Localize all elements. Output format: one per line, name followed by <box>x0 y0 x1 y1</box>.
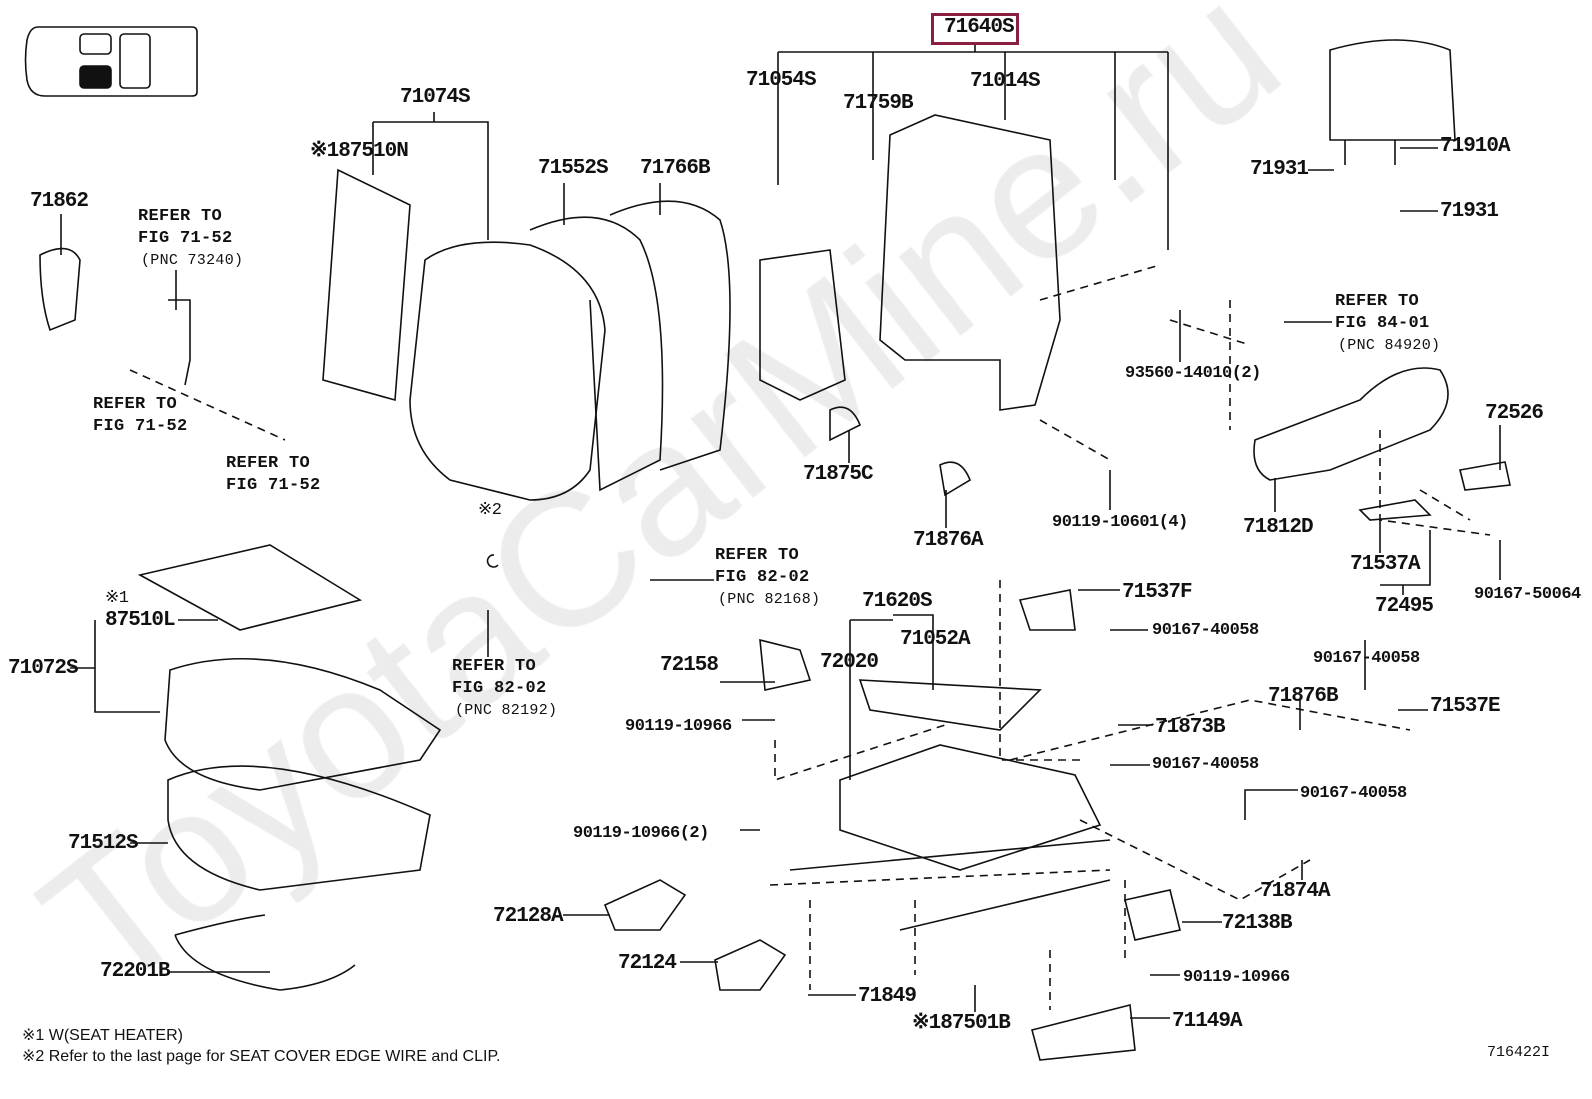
ref-line: REFER TO <box>138 207 223 226</box>
part-number[interactable]: 71014S <box>970 70 1041 93</box>
ref-pnc: (PNC 73240) <box>141 252 244 269</box>
part-number[interactable]: 72158 <box>660 654 719 677</box>
part-number[interactable]: 71876B <box>1268 685 1339 708</box>
part-number[interactable]: 71149A <box>1172 1010 1243 1033</box>
footnote-2: ※2 Refer to the last page for SEAT COVER… <box>22 1048 501 1065</box>
seat-cushion-pad <box>167 765 431 891</box>
seat-location-icon <box>24 26 198 97</box>
ref-pnc: (PNC 82192) <box>455 702 558 719</box>
part-number[interactable]: 72526 <box>1485 402 1544 425</box>
part-number[interactable]: 71874A <box>1260 880 1331 903</box>
part-number[interactable]: 71052A <box>900 628 971 651</box>
part-number[interactable]: ※187510N <box>310 140 409 163</box>
part-number[interactable]: 87510L <box>105 609 176 632</box>
part-number[interactable]: 71766B <box>640 157 711 180</box>
part-number[interactable]: 71620S <box>862 590 933 613</box>
figure-code: 716422I <box>1487 1044 1551 1061</box>
seatback-pad <box>322 168 411 402</box>
seatback-cover <box>409 241 606 501</box>
ref-line: REFER TO <box>452 657 537 676</box>
part-number[interactable]: 71910A <box>1440 135 1511 158</box>
refer-to-fig-71-52[interactable]: REFER TO FIG 71-52 <box>226 453 321 497</box>
part-number[interactable]: 72495 <box>1375 595 1434 618</box>
ref-line: FIG 84-01 <box>1335 314 1430 333</box>
headrest <box>1329 39 1456 165</box>
refer-to-fig-71-52-pnc-73240[interactable]: REFER TO FIG 71-52 (PNC 73240) <box>138 206 243 272</box>
part-number[interactable]: 72020 <box>820 651 879 674</box>
part-number[interactable]: 71074S <box>400 86 471 109</box>
note-marker: ※1 <box>105 589 129 608</box>
ref-line: FIG 71-52 <box>138 229 233 248</box>
highlight-box <box>931 13 1019 45</box>
leader-lines <box>60 45 1501 1019</box>
dashed-assembly-lines <box>129 264 1491 1010</box>
refer-to-fig-71-52[interactable]: REFER TO FIG 71-52 <box>93 394 188 438</box>
ref-line: REFER TO <box>715 546 800 565</box>
part-number[interactable]: 71849 <box>858 985 917 1008</box>
ref-line: FIG 82-02 <box>715 568 810 587</box>
ref-line: REFER TO <box>226 454 311 473</box>
refer-to-fig-84-01[interactable]: REFER TO FIG 84-01 (PNC 84920) <box>1335 291 1440 357</box>
ref-pnc: (PNC 82168) <box>718 591 821 608</box>
part-number[interactable]: 71072S <box>8 657 79 680</box>
part-number[interactable]: 90119-10966 <box>1183 968 1290 987</box>
part-number-71640S[interactable]: 71640S <box>944 16 1015 39</box>
seat-frame <box>839 744 1102 871</box>
part-number[interactable]: 71876A <box>913 529 984 552</box>
seatback-frame <box>879 114 1061 411</box>
ref-line: FIG 71-52 <box>226 476 321 495</box>
part-number[interactable]: 71759B <box>843 92 914 115</box>
footnote-1: ※1 W(SEAT HEATER) <box>22 1027 183 1044</box>
parts-outlines <box>39 39 1511 1061</box>
part-number[interactable]: 71552S <box>538 157 609 180</box>
part-number[interactable]: 71537A <box>1350 553 1421 576</box>
part-number[interactable]: 71537F <box>1122 581 1193 604</box>
part-number[interactable]: 90167-50064 <box>1474 585 1581 604</box>
part-number[interactable]: 90119-10966 <box>625 717 732 736</box>
part-number[interactable]: 72124 <box>618 952 677 975</box>
part-number[interactable]: 71812D <box>1243 516 1314 539</box>
ref-line: FIG 82-02 <box>452 679 547 698</box>
note-marker: ※2 <box>478 501 502 520</box>
part-number[interactable]: 71054S <box>746 69 817 92</box>
part-number[interactable]: 90119-10601(4) <box>1052 513 1188 532</box>
ref-line: REFER TO <box>93 395 178 414</box>
part-number[interactable]: 72128A <box>493 905 564 928</box>
part-number[interactable]: 90167-40058 <box>1152 755 1259 774</box>
part-number[interactable]: 71873B <box>1155 716 1226 739</box>
ref-line: REFER TO <box>1335 292 1420 311</box>
part-number[interactable]: ※187501B <box>912 1012 1011 1035</box>
refer-to-fig-82-02-pnc-82192[interactable]: REFER TO FIG 82-02 (PNC 82192) <box>452 656 557 722</box>
part-number[interactable]: 90167-40058 <box>1313 649 1420 668</box>
seat-cushion-cover <box>164 658 442 791</box>
ref-line: FIG 71-52 <box>93 417 188 436</box>
seat-side-cover <box>1253 367 1449 481</box>
ref-pnc: (PNC 84920) <box>1338 337 1441 354</box>
part-number[interactable]: 71862 <box>30 190 89 213</box>
part-number[interactable]: 71537E <box>1430 695 1501 718</box>
part-number[interactable]: 71512S <box>68 832 139 855</box>
part-number[interactable]: 72138B <box>1222 912 1293 935</box>
part-number[interactable]: 90167-40058 <box>1152 621 1259 640</box>
seat-cushion-heater <box>137 544 363 631</box>
part-number[interactable]: 71931 <box>1250 158 1309 181</box>
part-number[interactable]: 71931 <box>1440 200 1499 223</box>
part-number[interactable]: 90119-10966(2) <box>573 824 709 843</box>
part-number[interactable]: 93560-14010(2) <box>1125 364 1261 383</box>
part-number[interactable]: 71875C <box>803 463 874 486</box>
part-number[interactable]: 90167-40058 <box>1300 784 1407 803</box>
refer-to-fig-82-02-pnc-82168[interactable]: REFER TO FIG 82-02 (PNC 82168) <box>715 545 820 611</box>
part-number[interactable]: 72201B <box>100 960 171 983</box>
